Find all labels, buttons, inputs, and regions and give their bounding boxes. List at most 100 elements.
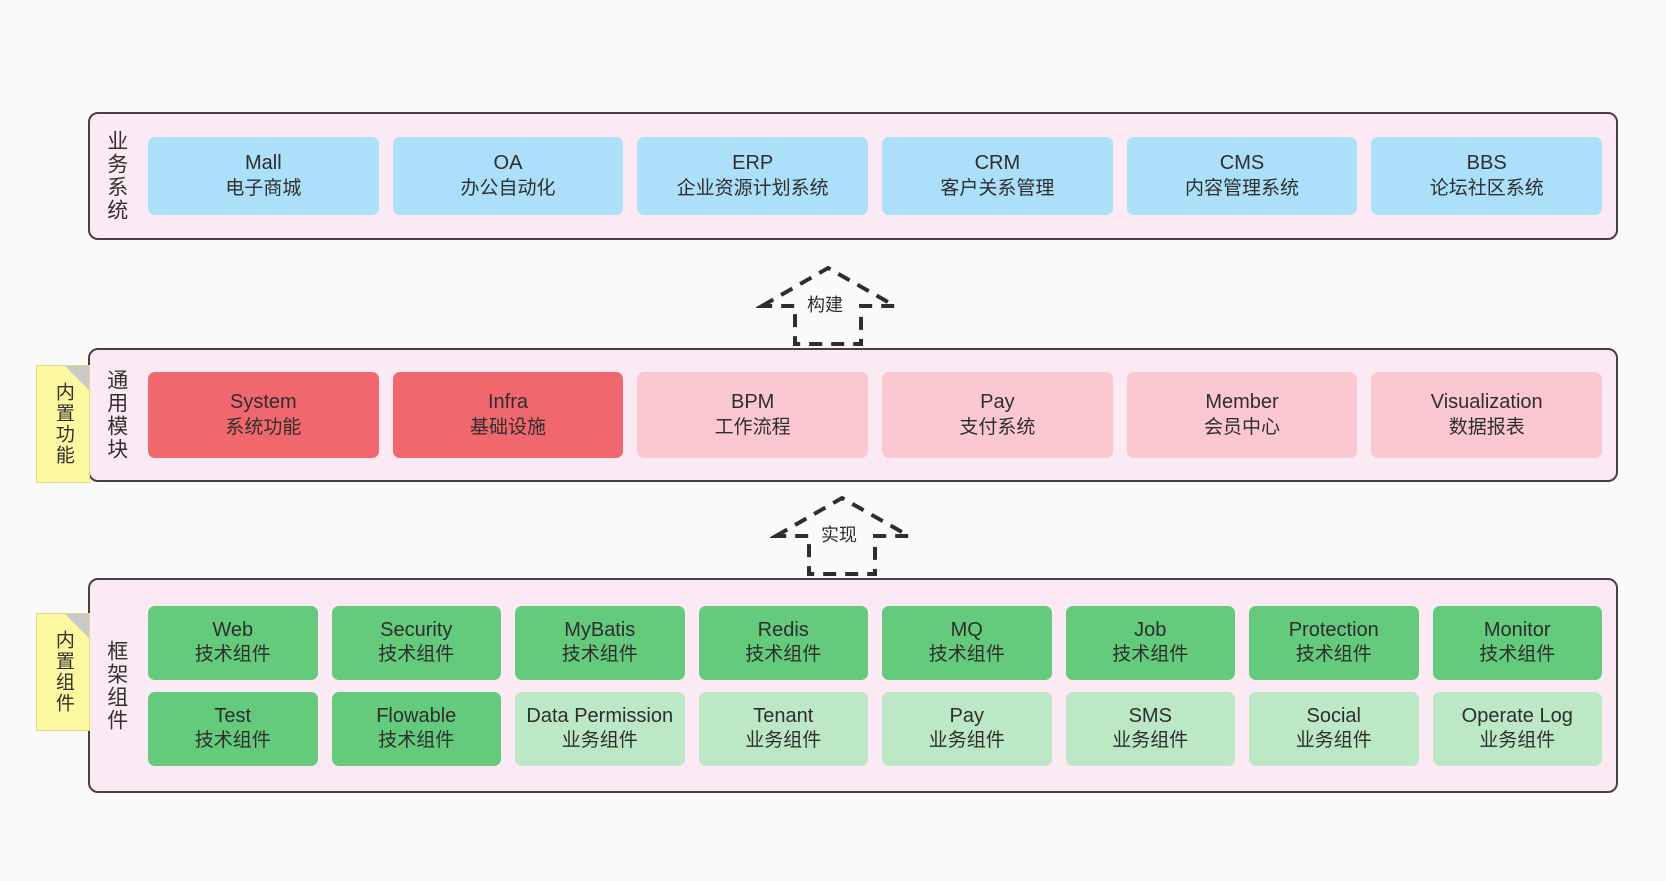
framework-component-card[interactable]: Redis 技术组件 xyxy=(698,605,868,680)
framework-component-card-title: Pay xyxy=(949,704,984,727)
framework-component-card[interactable]: MQ 技术组件 xyxy=(882,605,1052,680)
framework-component-card[interactable]: Web 技术组件 xyxy=(148,605,318,680)
framework-component-card-subtitle: 技术组件 xyxy=(194,730,271,752)
implement-arrow-icon xyxy=(768,495,917,576)
layer-label-business-systems: 业务系统 xyxy=(104,130,128,222)
framework-component-card[interactable]: Flowable 技术组件 xyxy=(331,691,501,766)
framework-component-card-title: MQ xyxy=(950,618,983,641)
common-module-card-title: Member xyxy=(1205,391,1279,414)
framework-component-card-subtitle: 业务组件 xyxy=(1479,730,1556,752)
framework-component-card-subtitle: 技术组件 xyxy=(378,730,455,752)
framework-component-card-title: Web xyxy=(212,618,254,641)
note-builtin-components: 内置组件 xyxy=(36,613,90,731)
business-system-card-title: Mall xyxy=(245,152,282,175)
common-module-card-title: Pay xyxy=(980,391,1015,414)
framework-component-card-subtitle: 技术组件 xyxy=(1112,644,1189,666)
common-module-card-title: Infra xyxy=(487,391,529,414)
business-system-card-title: CMS xyxy=(1219,152,1265,175)
framework-component-card[interactable]: Monitor 技术组件 xyxy=(1432,605,1602,680)
business-system-card-title: ERP xyxy=(732,152,774,175)
framework-component-card-title: Test xyxy=(214,704,252,727)
framework-component-card[interactable]: Pay 业务组件 xyxy=(882,691,1052,766)
framework-component-card-subtitle: 业务组件 xyxy=(745,730,822,752)
framework-component-card[interactable]: Protection 技术组件 xyxy=(1249,605,1419,680)
common-module-card-subtitle: 工作流程 xyxy=(714,416,791,438)
framework-component-card-subtitle: 技术组件 xyxy=(378,644,455,666)
business-system-card-subtitle: 企业资源计划系统 xyxy=(676,177,829,199)
framework-component-card[interactable]: Job 技术组件 xyxy=(1065,605,1235,680)
business-system-card-subtitle: 办公自动化 xyxy=(460,177,556,199)
framework-component-card[interactable]: Operate Log 业务组件 xyxy=(1432,691,1602,766)
business-system-card-subtitle: 电子商城 xyxy=(225,177,302,199)
framework-component-card-subtitle: 业务组件 xyxy=(561,730,638,752)
note-builtin-features-text: 内置功能 xyxy=(52,382,74,466)
framework-component-card-title: Protection xyxy=(1288,618,1379,641)
business-system-card-subtitle: 论坛社区系统 xyxy=(1429,177,1544,199)
note-builtin-features: 内置功能 xyxy=(36,365,90,483)
framework-component-card-subtitle: 技术组件 xyxy=(194,644,271,666)
framework-component-card[interactable]: Security 技术组件 xyxy=(331,605,501,680)
connector-build: 构建 xyxy=(754,258,903,348)
framework-component-card-subtitle: 业务组件 xyxy=(1295,730,1372,752)
business-system-card-subtitle: 内容管理系统 xyxy=(1185,177,1300,199)
connector-implement: 实现 xyxy=(768,488,917,578)
common-module-card-subtitle: 支付系统 xyxy=(959,416,1036,438)
common-module-card-title: Visualization xyxy=(1430,391,1543,414)
framework-component-card-subtitle: 业务组件 xyxy=(1112,730,1189,752)
framework-component-card-subtitle: 技术组件 xyxy=(1295,644,1372,666)
common-module-card-title: System xyxy=(229,391,297,414)
framework-component-card-subtitle: 技术组件 xyxy=(561,644,638,666)
framework-component-card[interactable]: MyBatis 技术组件 xyxy=(515,605,685,680)
framework-component-card[interactable]: Test 技术组件 xyxy=(148,691,318,766)
business-system-card-subtitle: 客户关系管理 xyxy=(940,177,1055,199)
common-module-card-subtitle: 基础设施 xyxy=(470,416,547,438)
common-module-card-subtitle: 系统功能 xyxy=(225,416,302,438)
framework-component-card[interactable]: Data Permission 业务组件 xyxy=(515,691,685,766)
business-system-card-title: CRM xyxy=(974,152,1021,175)
common-module-card-subtitle: 数据报表 xyxy=(1448,416,1525,438)
framework-component-card-subtitle: 技术组件 xyxy=(928,644,1005,666)
layer-label-common-modules: 通用模块 xyxy=(104,369,128,461)
framework-component-card-title: Monitor xyxy=(1483,618,1551,641)
framework-component-card-title: Redis xyxy=(757,618,809,641)
framework-component-card-subtitle: 技术组件 xyxy=(745,644,822,666)
framework-component-card-title: Job xyxy=(1134,618,1167,641)
framework-component-card[interactable]: SMS 业务组件 xyxy=(1065,691,1235,766)
build-arrow-icon xyxy=(754,265,903,346)
framework-component-card-title: Operate Log xyxy=(1461,704,1573,727)
framework-component-card-title: Security xyxy=(380,618,453,641)
framework-component-card-title: SMS xyxy=(1128,704,1172,727)
common-module-card-subtitle: 会员中心 xyxy=(1204,416,1281,438)
layer-label-framework-components: 框架组件 xyxy=(104,639,128,732)
business-system-card-title: OA xyxy=(493,152,523,175)
framework-component-card-title: Data Permission xyxy=(526,704,674,727)
framework-component-card-title: MyBatis xyxy=(564,618,636,641)
framework-component-card-subtitle: 业务组件 xyxy=(928,730,1005,752)
framework-component-card-subtitle: 技术组件 xyxy=(1479,644,1556,666)
framework-component-card-title: Flowable xyxy=(376,704,457,727)
business-system-card-title: BBS xyxy=(1466,152,1507,175)
